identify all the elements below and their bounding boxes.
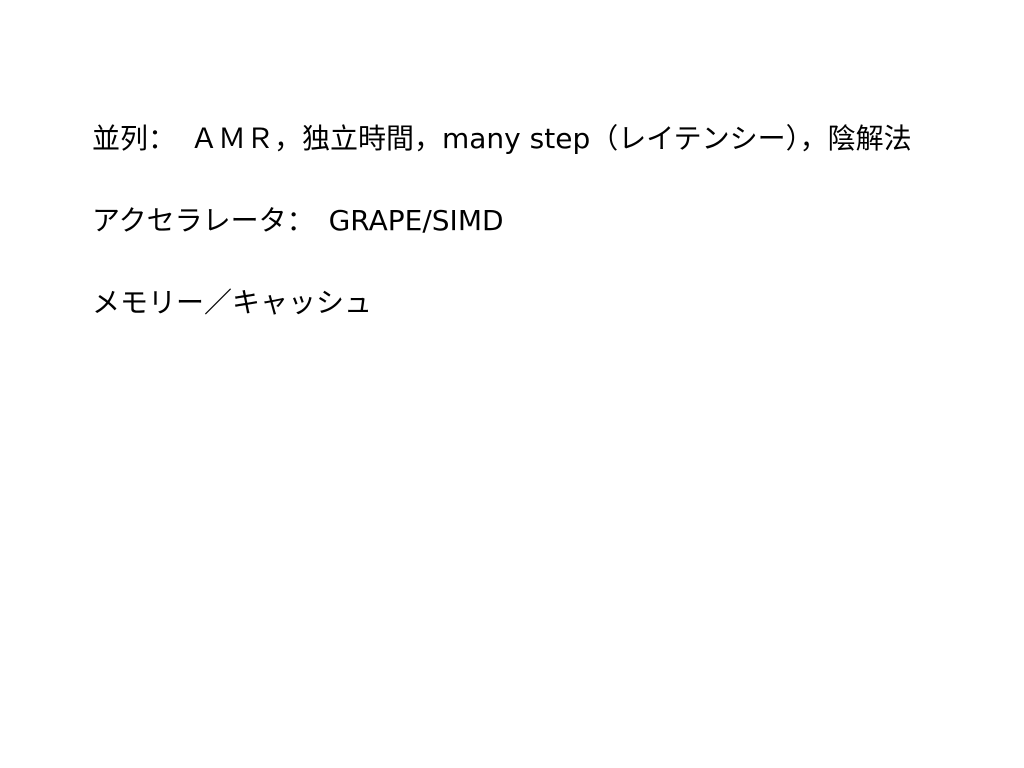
text-line-parallel: 並列： ＡＭＲ，独立時間，many step（レイテンシー），陰解法 bbox=[92, 122, 912, 155]
text-line-accelerator: アクセラレータ： GRAPE/SIMD bbox=[92, 204, 504, 237]
text-line-memory-cache: メモリー／キャッシュ bbox=[92, 286, 373, 319]
